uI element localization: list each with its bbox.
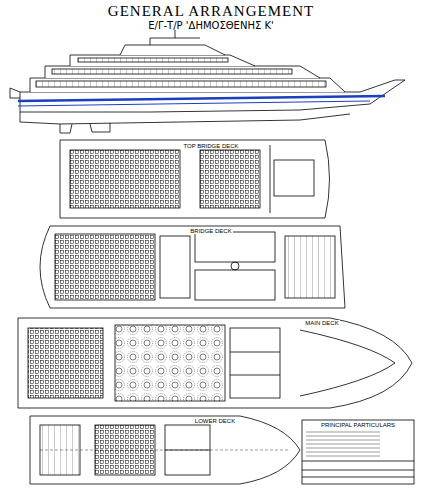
deck-label: MAIN DECK <box>304 320 339 326</box>
deck-label: LOWER DECK <box>194 418 236 424</box>
table-heading: PRINCIPAL PARTICULARS <box>320 422 396 428</box>
deck-label: BRIDGE DECK <box>189 228 232 234</box>
vessel-name: Ε/Γ-Τ/Ρ 'ΔΗΜΟΣΘΕΝΗΣ Κ' <box>148 20 273 31</box>
drawing-title: GENERAL ARRANGEMENT <box>108 3 314 20</box>
deck-label: TOP BRIDGE DECK <box>182 143 239 149</box>
